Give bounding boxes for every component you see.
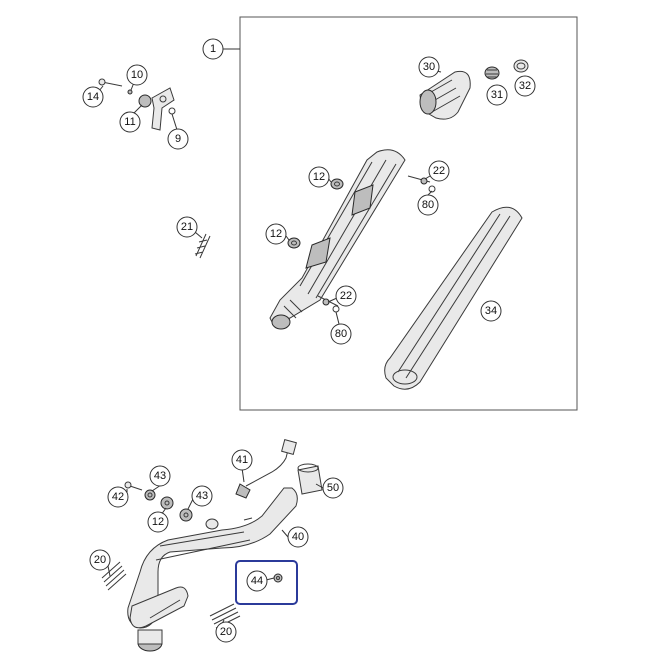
svg-text:22: 22 [340, 290, 352, 302]
svg-text:12: 12 [152, 516, 164, 528]
svg-text:41: 41 [236, 454, 248, 466]
callout-80-lower: 80 [330, 323, 352, 345]
callout-22-lower: 22 [335, 285, 357, 307]
callout-40: 40 [287, 526, 309, 548]
screw-part-upper [407, 175, 436, 193]
muffler-sleeve-part [384, 206, 523, 390]
svg-text:14: 14 [87, 91, 99, 103]
end-cap-part [419, 70, 471, 120]
svg-text:31: 31 [491, 89, 503, 101]
callout-21: 21 [176, 216, 198, 238]
callout-20-left: 20 [89, 549, 111, 571]
callout-44: 44 [246, 570, 268, 592]
callout-1: 1 [202, 38, 224, 60]
header-pipe-part [127, 487, 298, 652]
callout-11: 11 [119, 111, 141, 133]
callout-42: 42 [107, 486, 129, 508]
exhaust-sensor-part [235, 439, 297, 499]
callout-22-upper: 22 [428, 160, 450, 182]
callout-50: 50 [322, 477, 344, 499]
svg-text:22: 22 [433, 165, 445, 177]
svg-text:1: 1 [210, 43, 216, 55]
callout-31: 31 [486, 84, 508, 106]
callout-34: 34 [480, 300, 502, 322]
svg-text:50: 50 [327, 482, 339, 494]
connector-sleeve-part [297, 463, 323, 495]
svg-text:80: 80 [422, 199, 434, 211]
ring-part [513, 59, 529, 73]
callout-9: 9 [167, 128, 189, 150]
callout-12-lower: 12 [147, 511, 169, 533]
svg-text:12: 12 [270, 228, 282, 240]
svg-text:12: 12 [313, 171, 325, 183]
stud-part-upper [194, 233, 211, 259]
svg-text:43: 43 [154, 470, 166, 482]
holder-small-parts [98, 78, 176, 131]
svg-text:20: 20 [220, 626, 232, 638]
callout-30: 30 [418, 56, 440, 78]
callout-14: 14 [82, 86, 104, 108]
svg-text:34: 34 [485, 305, 497, 317]
svg-text:80: 80 [335, 328, 347, 340]
callout-80-upper: 80 [417, 194, 439, 216]
damper-part-middle [287, 237, 301, 249]
svg-text:43: 43 [196, 490, 208, 502]
svg-text:11: 11 [124, 116, 135, 128]
callout-12-middle: 12 [265, 223, 287, 245]
svg-text:44: 44 [251, 575, 263, 587]
svg-text:30: 30 [423, 61, 435, 73]
callout-10: 10 [126, 64, 148, 86]
muffler-assembly-frame [239, 16, 578, 411]
callout-43-lower: 43 [191, 485, 213, 507]
svg-text:10: 10 [131, 69, 143, 81]
nut-part [273, 573, 283, 583]
screen-part [484, 66, 500, 80]
svg-text:21: 21 [181, 221, 193, 233]
callout-43-upper: 43 [149, 465, 171, 487]
callout-32: 32 [514, 75, 536, 97]
callout-20-right: 20 [215, 621, 237, 643]
callout-12-upper: 12 [308, 166, 330, 188]
silencer-body-part [269, 149, 406, 330]
spring-part-left [101, 561, 127, 591]
callout-41: 41 [231, 449, 253, 471]
damper-part-upper [330, 178, 344, 190]
svg-text:42: 42 [112, 491, 124, 503]
svg-text:20: 20 [94, 554, 106, 566]
svg-text:32: 32 [519, 80, 531, 92]
mount-small-parts [124, 481, 219, 530]
spring-part-right [209, 603, 241, 629]
highlight-box-44 [235, 560, 298, 605]
svg-text:9: 9 [175, 133, 181, 145]
svg-text:40: 40 [292, 531, 304, 543]
